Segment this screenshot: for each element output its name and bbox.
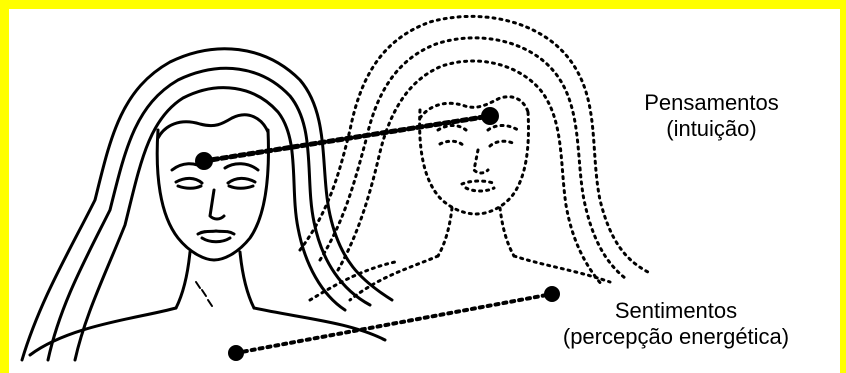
label-thoughts-title: Pensamentos	[604, 90, 819, 116]
neck-right	[240, 252, 254, 308]
right-shoulder	[254, 308, 385, 340]
label-feelings: Sentimentos (percepção energética)	[510, 298, 842, 350]
mouth-lower	[202, 238, 230, 242]
energy-neck-right	[500, 208, 514, 256]
energy-hair-outer	[300, 16, 648, 272]
energy-right-eye	[490, 141, 515, 146]
physical-person	[22, 49, 392, 360]
energy-hair-inner	[338, 61, 602, 285]
mouth-upper	[198, 231, 234, 234]
right-eyebrow	[225, 164, 258, 170]
thoughts-connection-line	[204, 116, 490, 161]
third-eye-point-physical	[195, 152, 213, 170]
feelings-point-physical	[228, 345, 244, 361]
right-eye	[228, 178, 255, 183]
neck-left	[176, 252, 190, 308]
nose	[210, 190, 224, 219]
energy-nose	[474, 150, 488, 173]
left-eye-lower	[178, 186, 201, 188]
right-eye-lower	[229, 186, 253, 188]
energy-right-eyebrow	[488, 126, 518, 131]
label-feelings-title: Sentimentos	[510, 298, 842, 324]
energy-neck-left	[438, 208, 452, 256]
label-feelings-subtitle: (percepção energética)	[510, 324, 842, 350]
third-eye-point-energetic	[481, 107, 499, 125]
energy-left-eye	[440, 141, 464, 146]
energy-left-eyebrow	[438, 126, 466, 131]
energetic-person	[300, 16, 648, 300]
neck-shadow	[196, 282, 212, 306]
energy-shoulders	[350, 256, 610, 300]
feelings-connection-line	[236, 294, 552, 353]
label-thoughts-subtitle: (intuição)	[604, 116, 819, 142]
label-thoughts: Pensamentos (intuição)	[604, 90, 819, 142]
hairline	[158, 115, 268, 138]
energy-mouth	[462, 181, 496, 191]
energy-hairline	[420, 97, 528, 118]
left-eye	[176, 178, 202, 183]
hair-outline-outer	[22, 49, 392, 360]
